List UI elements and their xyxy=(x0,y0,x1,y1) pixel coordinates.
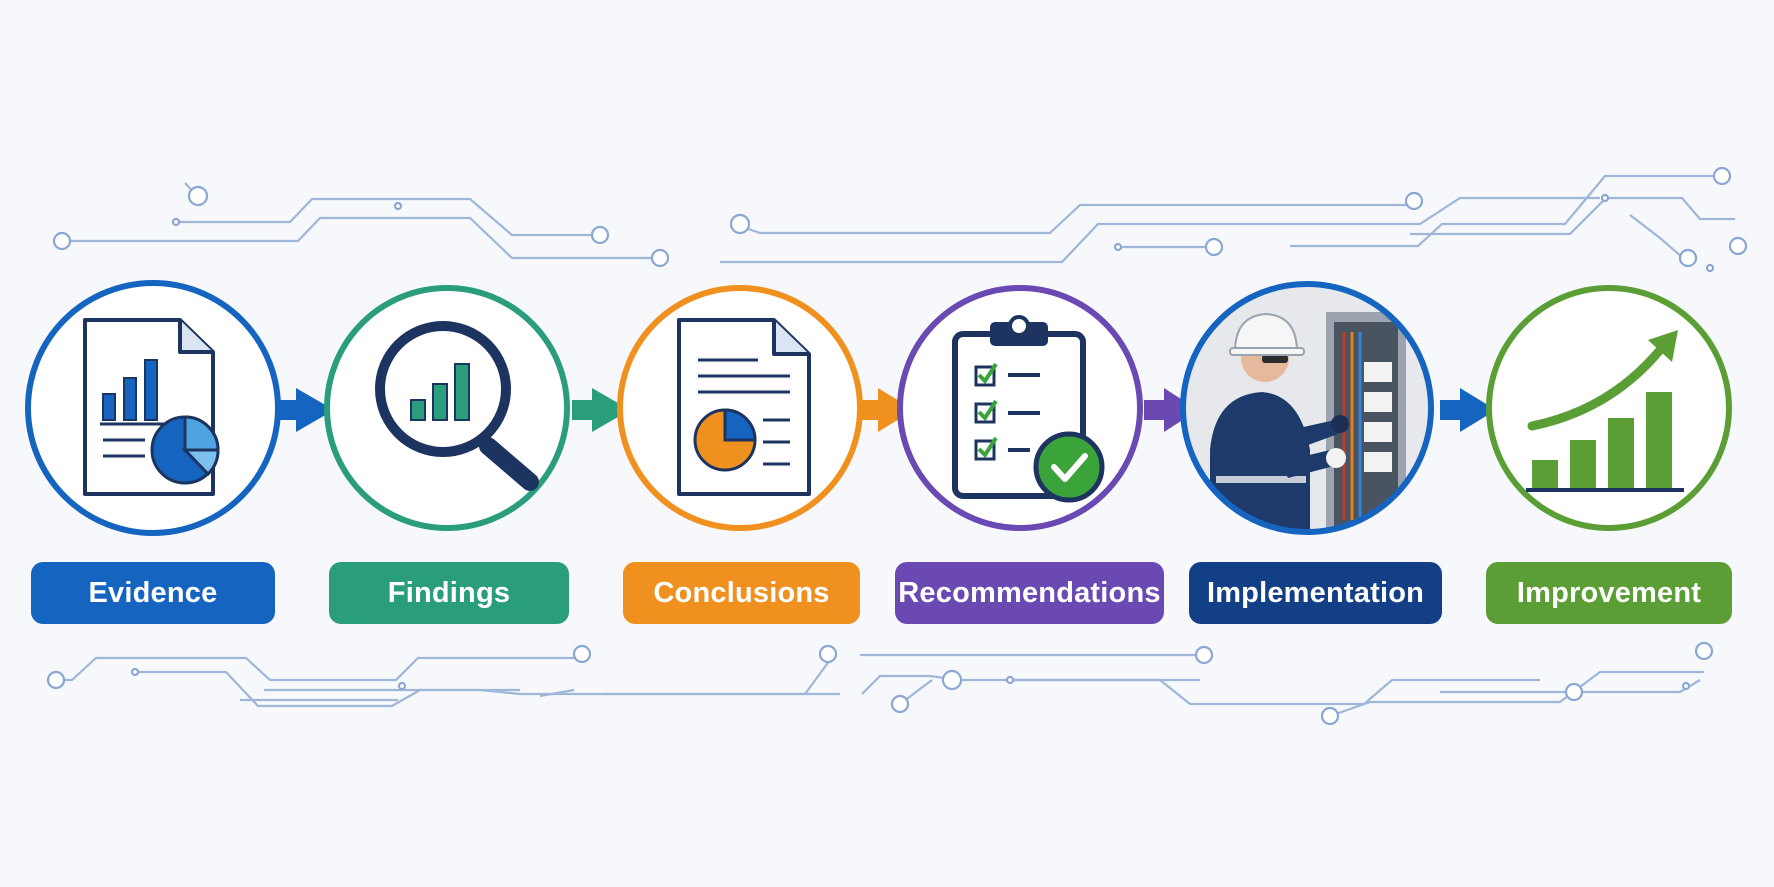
improvement-step-circle xyxy=(1486,285,1732,531)
step-label-improvement-text: Improvement xyxy=(1516,576,1702,609)
step-label-implementation: Implementation xyxy=(1189,562,1442,624)
report-pie-icon xyxy=(677,318,811,496)
arrow-2-icon xyxy=(572,388,630,432)
evidence-step-circle xyxy=(25,280,281,536)
step-label-implementation-text: Implementation xyxy=(1206,576,1425,609)
step-label-improvement: Improvement xyxy=(1486,562,1732,624)
document-chart-icon xyxy=(83,318,220,496)
implementation-step-circle xyxy=(1180,281,1434,535)
step-label-evidence-text: Evidence xyxy=(88,576,218,609)
arrow-3-icon xyxy=(858,388,914,432)
step-label-evidence: Evidence xyxy=(31,562,275,624)
conclusions-step-circle xyxy=(617,285,863,531)
step-label-conclusions-text: Conclusions xyxy=(653,576,830,609)
step-label-recommendations: Recommendations xyxy=(895,562,1164,624)
checklist-clipboard-icon xyxy=(952,315,1105,503)
magnifier-chart-icon xyxy=(375,321,539,491)
step-label-recommendations-text: Recommendations xyxy=(898,576,1161,609)
step-label-findings: Findings xyxy=(329,562,569,624)
findings-step-circle xyxy=(324,285,570,531)
recommendations-step-circle xyxy=(897,285,1143,531)
arrow-1-icon xyxy=(276,388,334,432)
growth-chart-icon xyxy=(1526,330,1684,492)
technician-panel-icon xyxy=(1183,284,1431,532)
arrow-5-icon xyxy=(1440,388,1496,432)
step-label-conclusions: Conclusions xyxy=(623,562,860,624)
step-label-findings-text: Findings xyxy=(387,576,511,609)
